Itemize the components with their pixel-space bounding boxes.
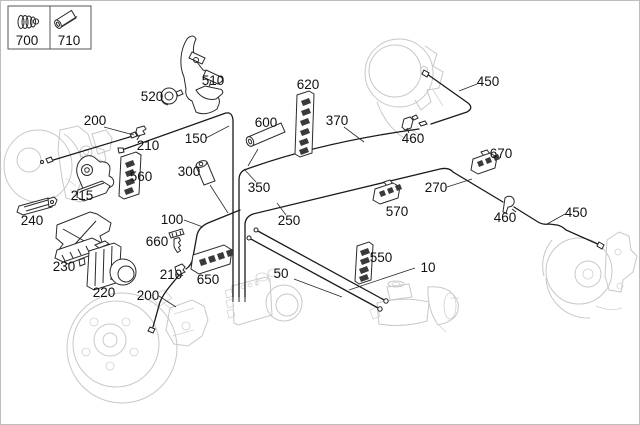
leader-200-rear [158,295,177,308]
part-label-300: 300 [178,164,201,179]
part-label-100: 100 [161,212,184,227]
master-cylinder-booster-ghost [369,280,459,333]
part-215-bracket [76,155,115,202]
part-560-line-holder-strip [118,151,142,200]
part-label-200-rear: 200 [137,288,160,303]
part-660-expansion-rivet [168,228,185,254]
part-label-620: 620 [297,77,320,92]
leader-200-front [103,126,135,136]
part-label-510: 510 [202,73,225,88]
brake-line-150 [121,112,234,298]
part-300-protective-sleeve [195,160,216,186]
leader-250 [276,202,287,216]
brake-hose-front-bottom [152,273,181,328]
part-label-230: 230 [53,259,76,274]
part-460-engine-bay-clip [401,114,419,134]
brake-lines [49,73,603,328]
leader-150 [205,125,230,139]
leader-lines [103,83,566,308]
part-label-560: 560 [130,169,153,184]
leader-300 [209,184,229,214]
part-label-600: 600 [255,115,278,130]
part-label-700: 700 [16,33,39,48]
part-label-450-rear: 450 [565,205,588,220]
brake-line-350-370 [238,128,420,298]
part-label-570: 570 [386,204,409,219]
part-570-line-holder [372,179,402,205]
part-label-710: 710 [58,33,81,48]
part-label-50: 50 [273,266,288,281]
part-650-line-holder [190,244,234,275]
part-label-520: 520 [141,89,164,104]
leader-270 [446,178,473,188]
part-label-210-front: 210 [137,138,160,153]
leader-450-front [458,83,478,92]
leader-600 [247,148,259,167]
front-axle-wheel-ghost [66,289,209,404]
leader-50 [293,278,343,298]
part-label-650: 650 [197,272,220,287]
part-550-line-holder-strip [354,241,374,285]
line-fittings [40,69,605,334]
part-600-protective-sleeve [245,122,286,147]
leader-350 [243,168,257,183]
brake-line-10 [255,229,387,302]
part-label-660: 660 [146,234,169,249]
part-460-rear-clip [502,195,517,214]
part-620-line-holder-strip [294,90,315,158]
part-label-460-engine-bay: 460 [402,131,425,146]
part-label-460-rear: 460 [494,210,517,225]
part-220-hydraulic-unit [78,240,137,291]
sleeve-nut-icon [54,9,78,29]
leader-370 [343,126,365,143]
brake-line-450-front [426,73,472,125]
brake-hose-front-left [49,135,134,162]
threaded-plug-icon [17,15,40,29]
part-210-rear-clip [174,263,186,277]
part-label-150: 150 [185,131,208,146]
brake-line-100 [185,209,241,270]
part-240-rail-bracket [16,196,58,216]
part-label-550: 550 [370,250,393,265]
part-label-200-front: 200 [84,113,107,128]
brake-line-250-270 [244,167,504,298]
part-label-370: 370 [326,113,349,128]
part-210-front-clip [135,125,147,141]
part-label-10: 10 [420,260,435,275]
part-label-350: 350 [248,180,271,195]
part-520-grommet [160,87,184,106]
part-label-270: 270 [425,180,448,195]
part-label-215: 215 [71,188,94,203]
brake-line-50 [248,237,381,310]
part-510-support-bracket [180,35,224,115]
part-670-line-holder [470,149,500,175]
leader-100 [183,219,204,228]
part-label-670: 670 [490,146,513,161]
part-label-240: 240 [21,213,44,228]
part-label-250: 250 [278,213,301,228]
leader-10 [348,267,416,291]
brake-line-450-rear [513,206,603,247]
legend-box [7,5,92,50]
part-label-210-rear: 210 [160,267,183,282]
rear-wheel-ghost [542,231,638,319]
part-label-220: 220 [93,285,116,300]
leader-450-rear [546,213,566,225]
brake-booster-ghost [364,38,444,140]
part-label-450-front: 450 [477,74,500,89]
